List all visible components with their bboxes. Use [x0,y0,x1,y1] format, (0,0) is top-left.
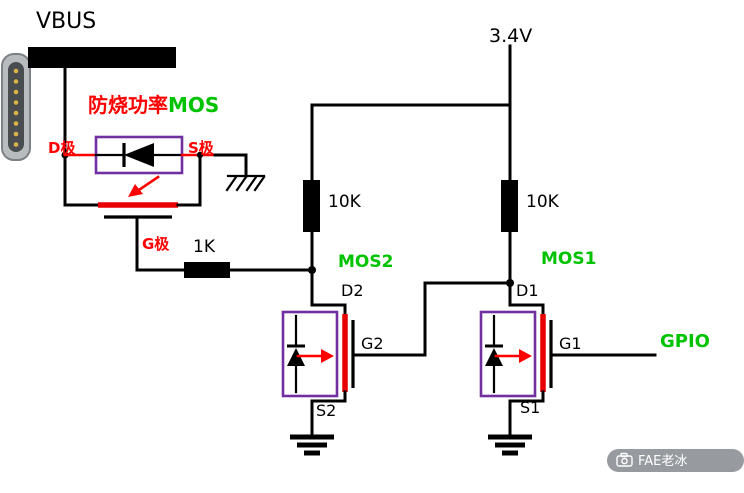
mos2-ground-symbol [290,434,334,456]
mos1-gate-label: G1 [559,334,582,353]
usb-c-connector [1,53,31,161]
mos2-drain-label: D2 [341,281,364,300]
mos1-source-label: S1 [520,398,540,417]
protection-power-mos [61,64,266,272]
mosfet-mos1 [479,303,657,456]
gate-to-drain-wire [393,281,512,357]
mos2-body-diode [287,348,305,366]
gpio-label: GPIO [660,331,710,352]
vbus-rail-bar [28,47,176,68]
usb-pins [13,68,19,147]
mos2-source-label: S2 [316,401,336,420]
mosfet-mos2 [281,303,397,456]
pullup-resistor-left [303,103,320,307]
mos1-ground-symbol [488,434,532,456]
chassis-ground-symbol [225,153,266,192]
mos2-body-box [281,310,339,398]
body-diode [124,143,154,167]
vbus-label: VBUS [36,9,96,34]
drain-pole-label: D极 [48,139,76,157]
mos2-arrow [296,349,334,363]
caption-green-part: MOS [168,93,219,117]
mos1-name-label: MOS1 [541,249,596,269]
current-arrow [128,175,160,197]
mos1-body-diode [485,348,503,366]
mos1-arrow [494,349,532,363]
power-mos-caption: 防烧功率MOS [88,93,219,117]
junction-dot [308,266,316,274]
source-pole-label: S极 [188,139,215,157]
pullup-right-value: 10K [526,192,560,212]
watermark-text: FAE老冰 [638,454,687,469]
supply-rail [310,44,512,107]
gate-pole-label: G极 [142,235,170,253]
caption-red-part: 防烧功率 [88,93,168,117]
mos2-gate-label: G2 [361,334,384,353]
mos2-name-label: MOS2 [338,252,393,272]
gate-resistor-value: 1K [193,237,216,257]
mos1-body-box [479,310,537,398]
pullup-left-value: 10K [328,192,362,212]
pullup-resistor-right [501,103,518,307]
watermark: FAE老冰 [607,449,744,472]
supply-voltage-label: 3.4V [489,25,532,47]
mos1-drain-label: D1 [516,281,539,300]
camera-icon [616,452,633,467]
gate-resistor-1k [135,262,314,278]
